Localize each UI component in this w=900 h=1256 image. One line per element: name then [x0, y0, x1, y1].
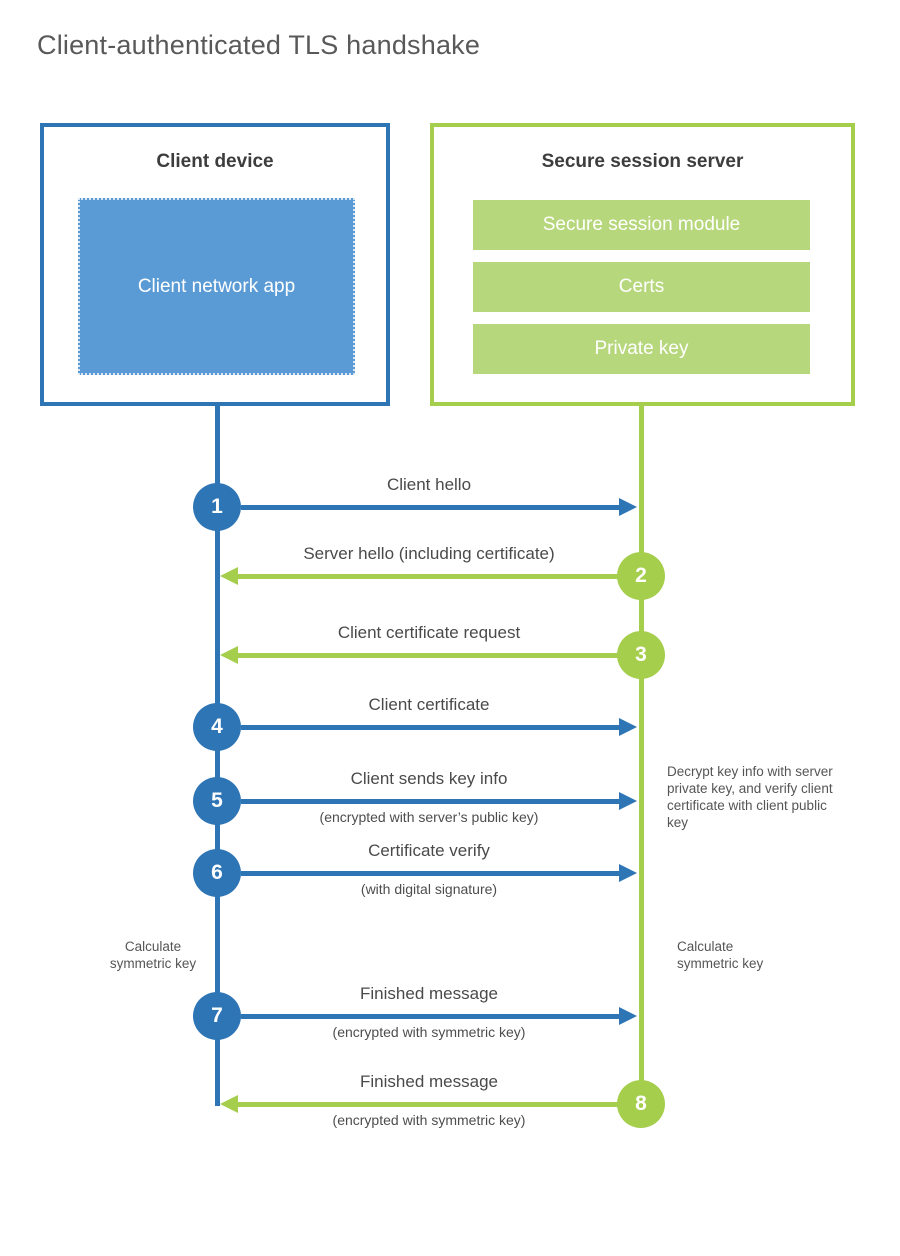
server-module-private-key: Private key — [473, 324, 810, 374]
message-6-label: Certificate verify — [368, 841, 490, 860]
message-1-label: Client hello — [386, 475, 472, 494]
message-7-label: Finished message — [360, 984, 498, 1003]
message-4-arrow-line — [241, 725, 620, 730]
calculate-symmetric-key-right: Calculate symmetric key — [677, 939, 764, 971]
message-6-sublabel: (with digital signature) — [360, 881, 498, 897]
message-4-arrowhead-icon — [619, 718, 637, 736]
message-7-arrowhead-icon — [619, 1007, 637, 1025]
step-2-badge: 2 — [617, 552, 665, 600]
server-module-certs: Certs — [473, 262, 810, 312]
message-7-arrow-line — [241, 1014, 620, 1019]
step-4-badge: 4 — [193, 703, 241, 751]
message-1-arrow-line — [241, 505, 620, 510]
decrypt-key-note: Decrypt key info with server private key… — [667, 764, 833, 830]
step-8-badge: 8 — [617, 1080, 665, 1128]
client-device-box: Client device Client network app — [40, 123, 390, 406]
secure-session-server-box: Secure session server Secure session mod… — [430, 123, 855, 406]
message-8-arrow-line — [238, 1102, 618, 1107]
message-8-sublabel: (encrypted with symmetric key) — [332, 1112, 526, 1128]
message-2-arrow-line — [238, 574, 618, 579]
step-7-badge: 7 — [193, 992, 241, 1040]
message-5-sublabel: (encrypted with server’s public key) — [319, 809, 539, 825]
message-8-arrowhead-icon — [220, 1095, 238, 1113]
message-8-label: Finished message — [360, 1072, 498, 1091]
step-6-badge: 6 — [193, 849, 241, 897]
client-network-app-label: Client network app — [137, 275, 296, 297]
message-6-arrow-line — [241, 871, 620, 876]
message-2-arrowhead-icon — [220, 567, 238, 585]
step-3-badge: 3 — [617, 631, 665, 679]
message-3-arrow-line — [238, 653, 618, 658]
message-7-sublabel: (encrypted with symmetric key) — [332, 1024, 526, 1040]
client-network-app-box: Client network app — [78, 198, 355, 375]
message-4-label: Client certificate — [368, 695, 490, 714]
step-1-badge: 1 — [193, 483, 241, 531]
message-2-label: Server hello (including certificate) — [303, 544, 555, 563]
server-module-secure-session: Secure session module — [473, 200, 810, 250]
message-1-arrowhead-icon — [619, 498, 637, 516]
message-3-label: Client certificate request — [337, 623, 521, 642]
page-title: Client-authenticated TLS handshake — [37, 30, 481, 60]
message-6-arrowhead-icon — [619, 864, 637, 882]
message-3-arrowhead-icon — [220, 646, 238, 664]
secure-session-server-title: Secure session server — [541, 151, 744, 172]
message-5-arrow-line — [241, 799, 620, 804]
message-5-label: Client sends key info — [350, 769, 508, 788]
client-device-title: Client device — [156, 151, 274, 172]
client-lifeline — [215, 406, 220, 1106]
server-lifeline — [639, 406, 644, 1106]
step-5-badge: 5 — [193, 777, 241, 825]
message-5-arrowhead-icon — [619, 792, 637, 810]
calculate-symmetric-key-left: Calculate symmetric key — [109, 939, 197, 971]
